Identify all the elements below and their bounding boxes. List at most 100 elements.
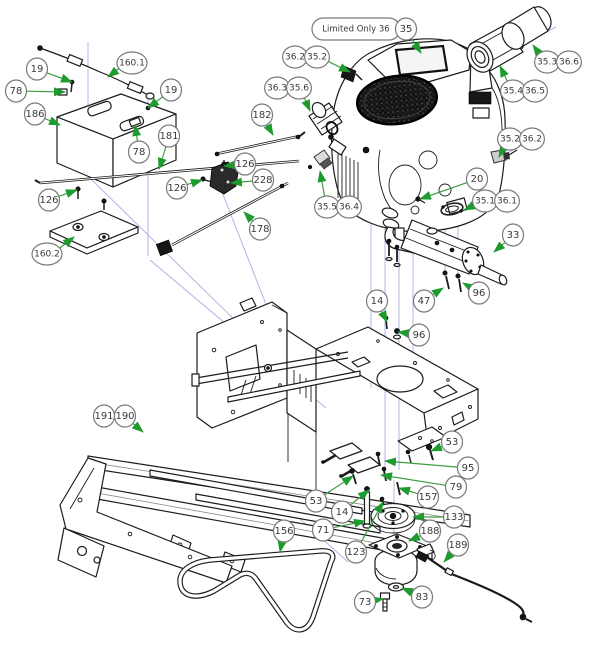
callout-leader [277,540,287,553]
callout-47: 47 [412,287,444,313]
callout-label: 95 [462,463,475,474]
callout-36.6: 36.6 [555,50,582,74]
callout-83: 83 [401,585,434,609]
callout-157: 157 [398,485,440,509]
callout-balloon [311,518,335,542]
callout-19: 19 [25,57,73,83]
callout-label: 14 [336,507,349,518]
callout-leader [230,177,253,187]
callout-label: 36.3 [267,84,287,94]
callout-balloon [31,242,63,266]
callout-label: 36.1 [497,197,517,207]
muffler-group [384,219,508,286]
callout-188: 188 [408,519,442,543]
callout-leader [44,116,61,126]
callout-label: 228 [253,175,272,186]
callout-balloon [365,289,389,313]
clutch-drum [374,560,418,586]
callout-balloon [127,140,151,164]
bolt-53-left [352,473,357,485]
callout-label: 14 [371,296,384,307]
flywheel-screen [355,74,439,126]
callout-leader [498,145,509,158]
callout-126: 126 [37,188,78,212]
callout-53: 53 [430,430,464,454]
callout-label: 35.2 [500,135,520,145]
callout-label: 36.6 [559,58,579,68]
cross-tube [195,351,349,379]
callout-label: 123 [346,547,365,558]
callout-balloon [416,485,440,509]
callout-leader [411,37,422,54]
callout-label: 35.2 [307,53,327,63]
callout-label: 35.5 [317,203,337,213]
callout-leader [408,532,421,542]
wire-connector [415,550,430,563]
front-bumper [59,457,233,584]
callout-186: 186 [23,102,61,126]
callout-label: 19 [31,64,44,75]
callout-label: 126 [235,159,254,170]
callout-leader [443,550,455,563]
callout-leader [59,236,75,249]
callout-label: 53 [446,437,459,448]
callout-balloon [37,188,61,212]
callout-balloon [518,127,545,151]
callout-balloon [272,519,296,543]
callout-balloon [467,281,491,305]
callout-layer: 1978186160.11978181182126228126126160.21… [4,17,582,614]
callout-label: 71 [317,525,330,536]
bolt-53-right [429,449,434,461]
callout-balloon [394,17,418,41]
callout-balloon [336,195,363,219]
callout-78: 78 [4,79,66,103]
callout-label: 178 [250,224,269,235]
callout-label: 36.2 [522,135,542,145]
callout-leader [397,328,410,338]
callout-leader [333,518,366,529]
callout-balloon [465,167,489,191]
callout-156: 156 [272,519,296,553]
muffler [400,219,479,275]
callout-35.3: 35.3 [532,44,560,74]
callout-126: 126 [223,152,257,176]
callout-balloon [25,57,49,81]
callout-balloon [412,289,436,313]
nut-96 [394,328,400,334]
callout-leader [317,170,327,197]
callout-133: 133 [412,505,466,529]
callout-label: 96 [473,288,486,299]
callout-balloon [501,223,525,247]
callout-label: 36.2 [285,53,305,63]
callout-label: 35.1 [475,197,495,207]
callout-36.2: 36.2 [518,127,545,151]
callout-balloon [248,217,272,241]
callout-160.1: 160.1 [107,51,148,78]
callout-label: 188 [420,526,439,537]
callout-leader [380,472,446,486]
callout-leader [26,87,66,97]
exhaust-gasket [440,202,464,216]
callout-label: 126 [39,195,58,206]
callout-leader [384,457,458,468]
callout-leader [132,124,142,142]
callout-20: 20 [419,167,489,200]
callout-label: 35.4 [503,87,523,97]
callout-label: 189 [448,540,467,551]
callout-leader [223,160,236,170]
callout-36.2: 36.2 [282,45,309,69]
callout-label: 33 [507,230,520,241]
callout-label: 160.2 [34,250,60,260]
callout-balloon [116,51,148,75]
bolt-73 [379,592,391,600]
callout-label: 47 [418,296,431,307]
callout-96: 96 [397,323,431,347]
callout-leader [431,287,444,298]
callout-191: 191 [92,404,116,428]
callout-189: 189 [443,533,470,563]
callout-balloon [113,404,137,428]
callout-balloon [330,500,354,524]
callout-label: 36.4 [339,203,359,213]
callout-label: 156 [274,526,293,537]
callout-33: 33 [493,223,525,253]
